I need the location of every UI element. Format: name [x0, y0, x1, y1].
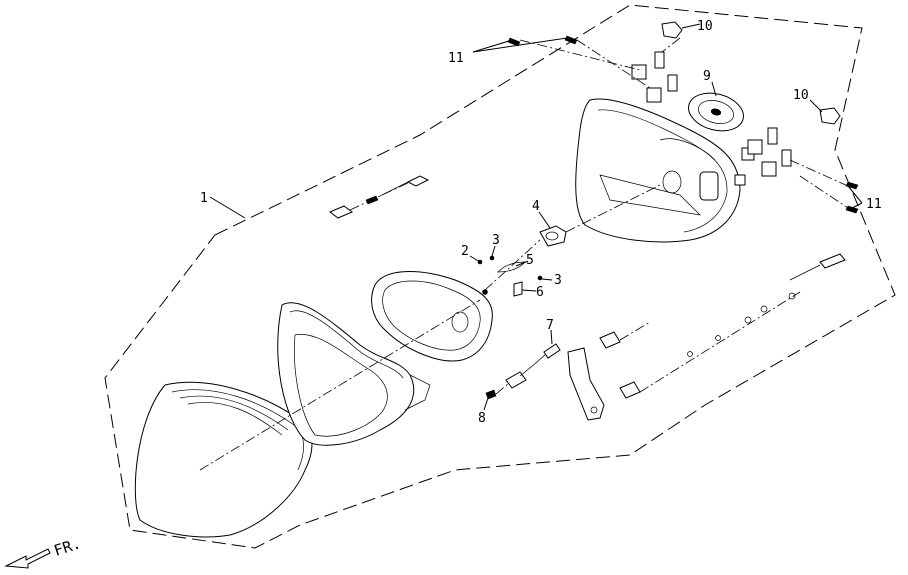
callout-6: 6: [536, 285, 544, 300]
callout-11b: 11: [866, 197, 882, 212]
leader-lines: [209, 23, 863, 411]
front-direction-label: FR.: [52, 534, 83, 559]
position-bulb-top: [661, 21, 683, 39]
screw-lower-pair: [845, 181, 859, 214]
headlight-bulb: [539, 225, 567, 247]
bulb-cover: [688, 92, 744, 132]
front-direction-arrow-icon: [4, 548, 51, 569]
callout-3b: 3: [554, 273, 562, 288]
callout-10a: 10: [697, 19, 713, 34]
socket-group-upper: [631, 51, 678, 103]
callout-2: 2: [461, 244, 469, 259]
adjuster-nut: [329, 205, 353, 219]
callout-8: 8: [478, 411, 486, 426]
callout-9: 9: [703, 69, 711, 84]
alignment-lines: [199, 37, 849, 471]
callout-11a: 11: [448, 51, 464, 66]
callout-10b: 10: [793, 88, 809, 103]
callout-1: 1: [200, 191, 208, 206]
callout-4: 4: [532, 199, 540, 214]
small-screw-3b: [537, 275, 543, 281]
adjuster-screw: [365, 175, 430, 205]
callout-5: 5: [526, 253, 534, 268]
retainer-clip-6: [513, 281, 523, 297]
socket-group-right: [747, 127, 792, 177]
mounting-bracket: [567, 347, 605, 421]
wire-harness: [505, 343, 561, 389]
headlight-housing: [277, 302, 431, 446]
socket-lower: [599, 331, 641, 399]
washers-lower: [687, 292, 796, 357]
headlight-reflector: [371, 271, 493, 362]
connector-8: [485, 389, 497, 400]
position-bulb-right: [819, 107, 841, 125]
callout-3a: 3: [492, 233, 500, 248]
headlight-lens: [134, 381, 313, 538]
callout-7: 7: [546, 318, 554, 333]
assembly-boundary: [104, 4, 896, 549]
adjuster-bolt-lower: [789, 253, 846, 281]
small-screw-3a: [489, 255, 495, 261]
